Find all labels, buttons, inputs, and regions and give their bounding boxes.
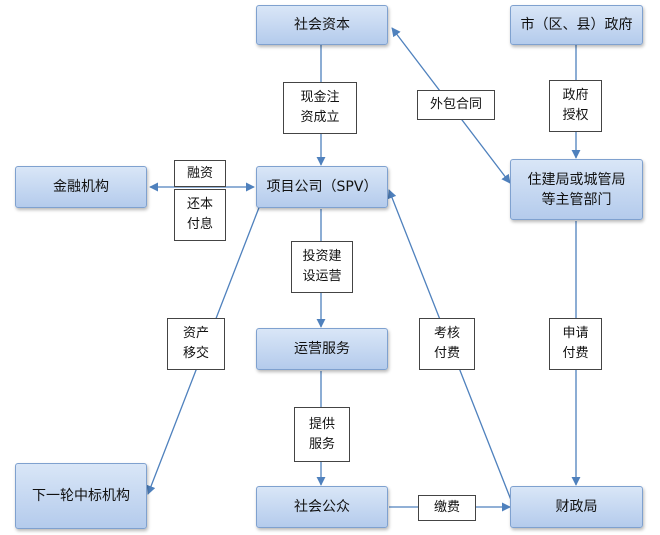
label-pay-fees: 缴费 bbox=[418, 495, 476, 521]
node-next-winning-bidder: 下一轮中标机构 bbox=[15, 463, 147, 529]
node-city-government: 市（区、县）政府 bbox=[510, 5, 643, 45]
label-asset-transfer: 资产 移交 bbox=[167, 318, 225, 370]
node-operation-service: 运营服务 bbox=[256, 328, 388, 370]
node-public: 社会公众 bbox=[256, 486, 388, 528]
node-finance-bureau: 财政局 bbox=[510, 486, 643, 528]
label-government-authorization: 政府 授权 bbox=[549, 80, 602, 132]
label-outsourcing-contract: 外包合同 bbox=[417, 90, 495, 120]
label-provide-service: 提供 服务 bbox=[294, 407, 350, 462]
label-repay-principal-interest: 还本 付息 bbox=[174, 189, 226, 241]
node-social-capital: 社会资本 bbox=[256, 5, 388, 45]
node-financial-institution: 金融机构 bbox=[15, 166, 147, 208]
label-cash-injection: 现金注 资成立 bbox=[283, 82, 357, 134]
label-assess-pay: 考核 付费 bbox=[419, 318, 475, 370]
node-project-company-spv: 项目公司（SPV） bbox=[256, 166, 388, 208]
node-housing-bureau: 住建局或城管局 等主管部门 bbox=[510, 159, 643, 220]
label-apply-payment: 申请 付费 bbox=[549, 318, 602, 370]
label-invest-build-operate: 投资建 设运营 bbox=[291, 241, 353, 293]
label-financing: 融资 bbox=[174, 160, 226, 187]
